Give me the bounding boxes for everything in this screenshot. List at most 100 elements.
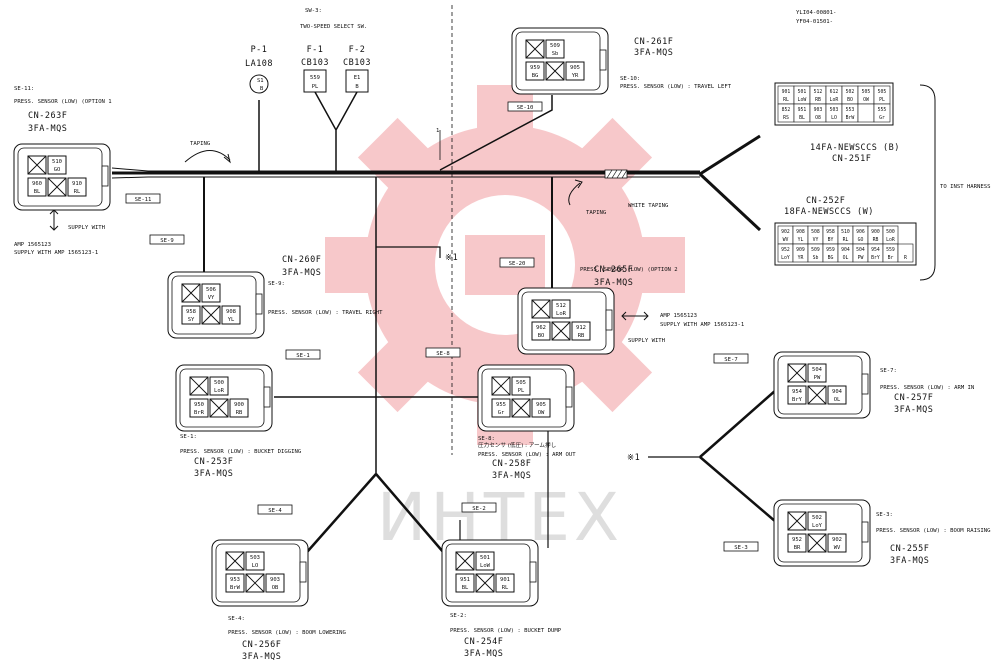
connector-type: 3FA-MQS — [464, 649, 503, 659]
pin-wire-color: PW — [814, 375, 821, 381]
connector-title: SE-11: — [14, 86, 34, 92]
blank-cross — [511, 398, 531, 418]
pin-cavity — [531, 321, 551, 341]
big-pin-number: 504 — [856, 247, 865, 253]
big-pin-wire-color: OL — [843, 255, 849, 261]
pin-number: 954 — [792, 389, 803, 395]
pin-number: 908 — [226, 309, 236, 315]
big-connector-code: CN-251F — [832, 154, 871, 164]
pin-cavity — [475, 551, 495, 571]
pin-wire-color: RB — [236, 410, 243, 416]
p1-indicator: P-1 LA108 S1 B — [245, 45, 273, 94]
sw3-f1-pin: 559 — [310, 75, 320, 81]
big-pin-wire-color: BL — [799, 115, 805, 121]
pin-wire-color: RB — [578, 333, 585, 339]
pin-wire-color: LoR — [214, 388, 225, 394]
pin-wire-color: GO — [54, 167, 61, 173]
pin-cavity — [565, 61, 585, 81]
big-pin-wire-color: LoR — [830, 97, 839, 103]
se-tag: SE-2 — [472, 506, 485, 512]
pin-wire-color: BL — [34, 189, 41, 195]
sw3-f2-ref: F-2 — [349, 45, 366, 55]
connector-desc: PRESS. SENSOR (LOW) : BOOM LOWERING — [228, 630, 347, 636]
sw3-title: SW-3: — [305, 8, 322, 14]
pin-number: 959 — [530, 65, 540, 71]
taping-label-1: TAPING — [190, 141, 211, 147]
pin-cavity — [827, 533, 847, 553]
big-pin-number: 909 — [796, 247, 805, 253]
se-tag-box — [723, 541, 759, 552]
blank-cross — [209, 398, 229, 418]
pin-wire-color: Sb — [552, 51, 559, 57]
se-tag-box — [461, 502, 497, 513]
connector-title: SE-3: — [876, 512, 893, 518]
se-tag-box — [499, 257, 535, 268]
pin-cavity — [545, 39, 565, 59]
pin-number: 958 — [186, 309, 196, 315]
taping-label-2: TAPING — [586, 210, 607, 216]
pin-wire-color: VY — [208, 295, 215, 301]
big-pin-wire-color: BO — [847, 97, 853, 103]
pin-cavity — [47, 155, 67, 175]
big-connectors-layer: 901RL501LoW512RB612LoR502BO505OW505PL852… — [774, 82, 917, 266]
connector-latch — [529, 561, 537, 583]
big-pin-wire-color: PW — [858, 255, 864, 261]
connector-type: 3FA-MQS — [492, 471, 531, 481]
sw3-f2-wire: B — [355, 84, 359, 90]
blank-cross — [181, 283, 201, 303]
connector-desc: PRESS. SENSOR (LOW) : BUCKET DUMP — [450, 628, 562, 634]
connector-desc: PRESS. SENSOR (LOW) : BOOM RAISING — [876, 528, 991, 534]
pin-wire-color: RL — [74, 189, 81, 195]
connector-desc: PRESS. SENSOR (LOW) (OPTION 1 — [14, 99, 112, 105]
connector-code: CN-260F — [282, 255, 321, 265]
amp-supply: SUPPLY WITH AMP 1565123-1 — [660, 322, 744, 328]
connector-title: SE-8: — [478, 436, 495, 442]
connector-housing — [167, 271, 265, 339]
pin-cavity — [511, 376, 531, 396]
blank-cross — [225, 551, 245, 571]
connector-title: SE-10: — [620, 76, 640, 82]
big-pin-number: 951 — [798, 107, 807, 113]
white-taping-label: WHITE TAPING — [628, 203, 669, 209]
pin-cavity — [531, 398, 551, 418]
pin-number: 506 — [206, 287, 216, 293]
pin-cavity — [495, 573, 515, 593]
big-pin-number: 900 — [871, 229, 880, 235]
big-pin-wire-color: LO — [831, 115, 837, 121]
pin-number: 900 — [234, 402, 244, 408]
connector-type: 3FA-MQS — [634, 48, 673, 58]
connector-latch — [263, 386, 271, 408]
pin-cavity — [491, 398, 511, 418]
se-tag: SE-1 — [296, 353, 309, 359]
blank-cross — [787, 363, 807, 383]
pin-cavity — [229, 398, 249, 418]
connector-code: CN-257F — [894, 393, 933, 403]
connector-code: CN-263F — [28, 111, 67, 121]
pin-wire-color: BL — [462, 585, 469, 591]
pin-number: 950 — [194, 402, 204, 408]
blank-cross — [545, 61, 565, 81]
pin-cavity — [787, 385, 807, 405]
big-pin-number: 501 — [798, 89, 807, 95]
p1-part: LA108 — [245, 59, 273, 69]
pin-cavity — [807, 363, 827, 383]
blank-cross — [189, 376, 209, 396]
connector-housing — [477, 364, 575, 432]
pin-number: 912 — [576, 325, 586, 331]
connector-code: CN-253F — [194, 457, 233, 467]
pin-number: 501 — [480, 555, 490, 561]
pin-number: 510 — [52, 159, 62, 165]
pin-number: 952 — [792, 537, 802, 543]
big-pin-number: 906 — [856, 229, 865, 235]
connector-type: 3FA-MQS — [194, 469, 233, 479]
connector-housing — [211, 539, 309, 607]
big-pin-number: 959 — [826, 247, 835, 253]
watermark: ИНТЕХ — [325, 85, 685, 556]
pin-wire-color: BR — [794, 545, 801, 551]
